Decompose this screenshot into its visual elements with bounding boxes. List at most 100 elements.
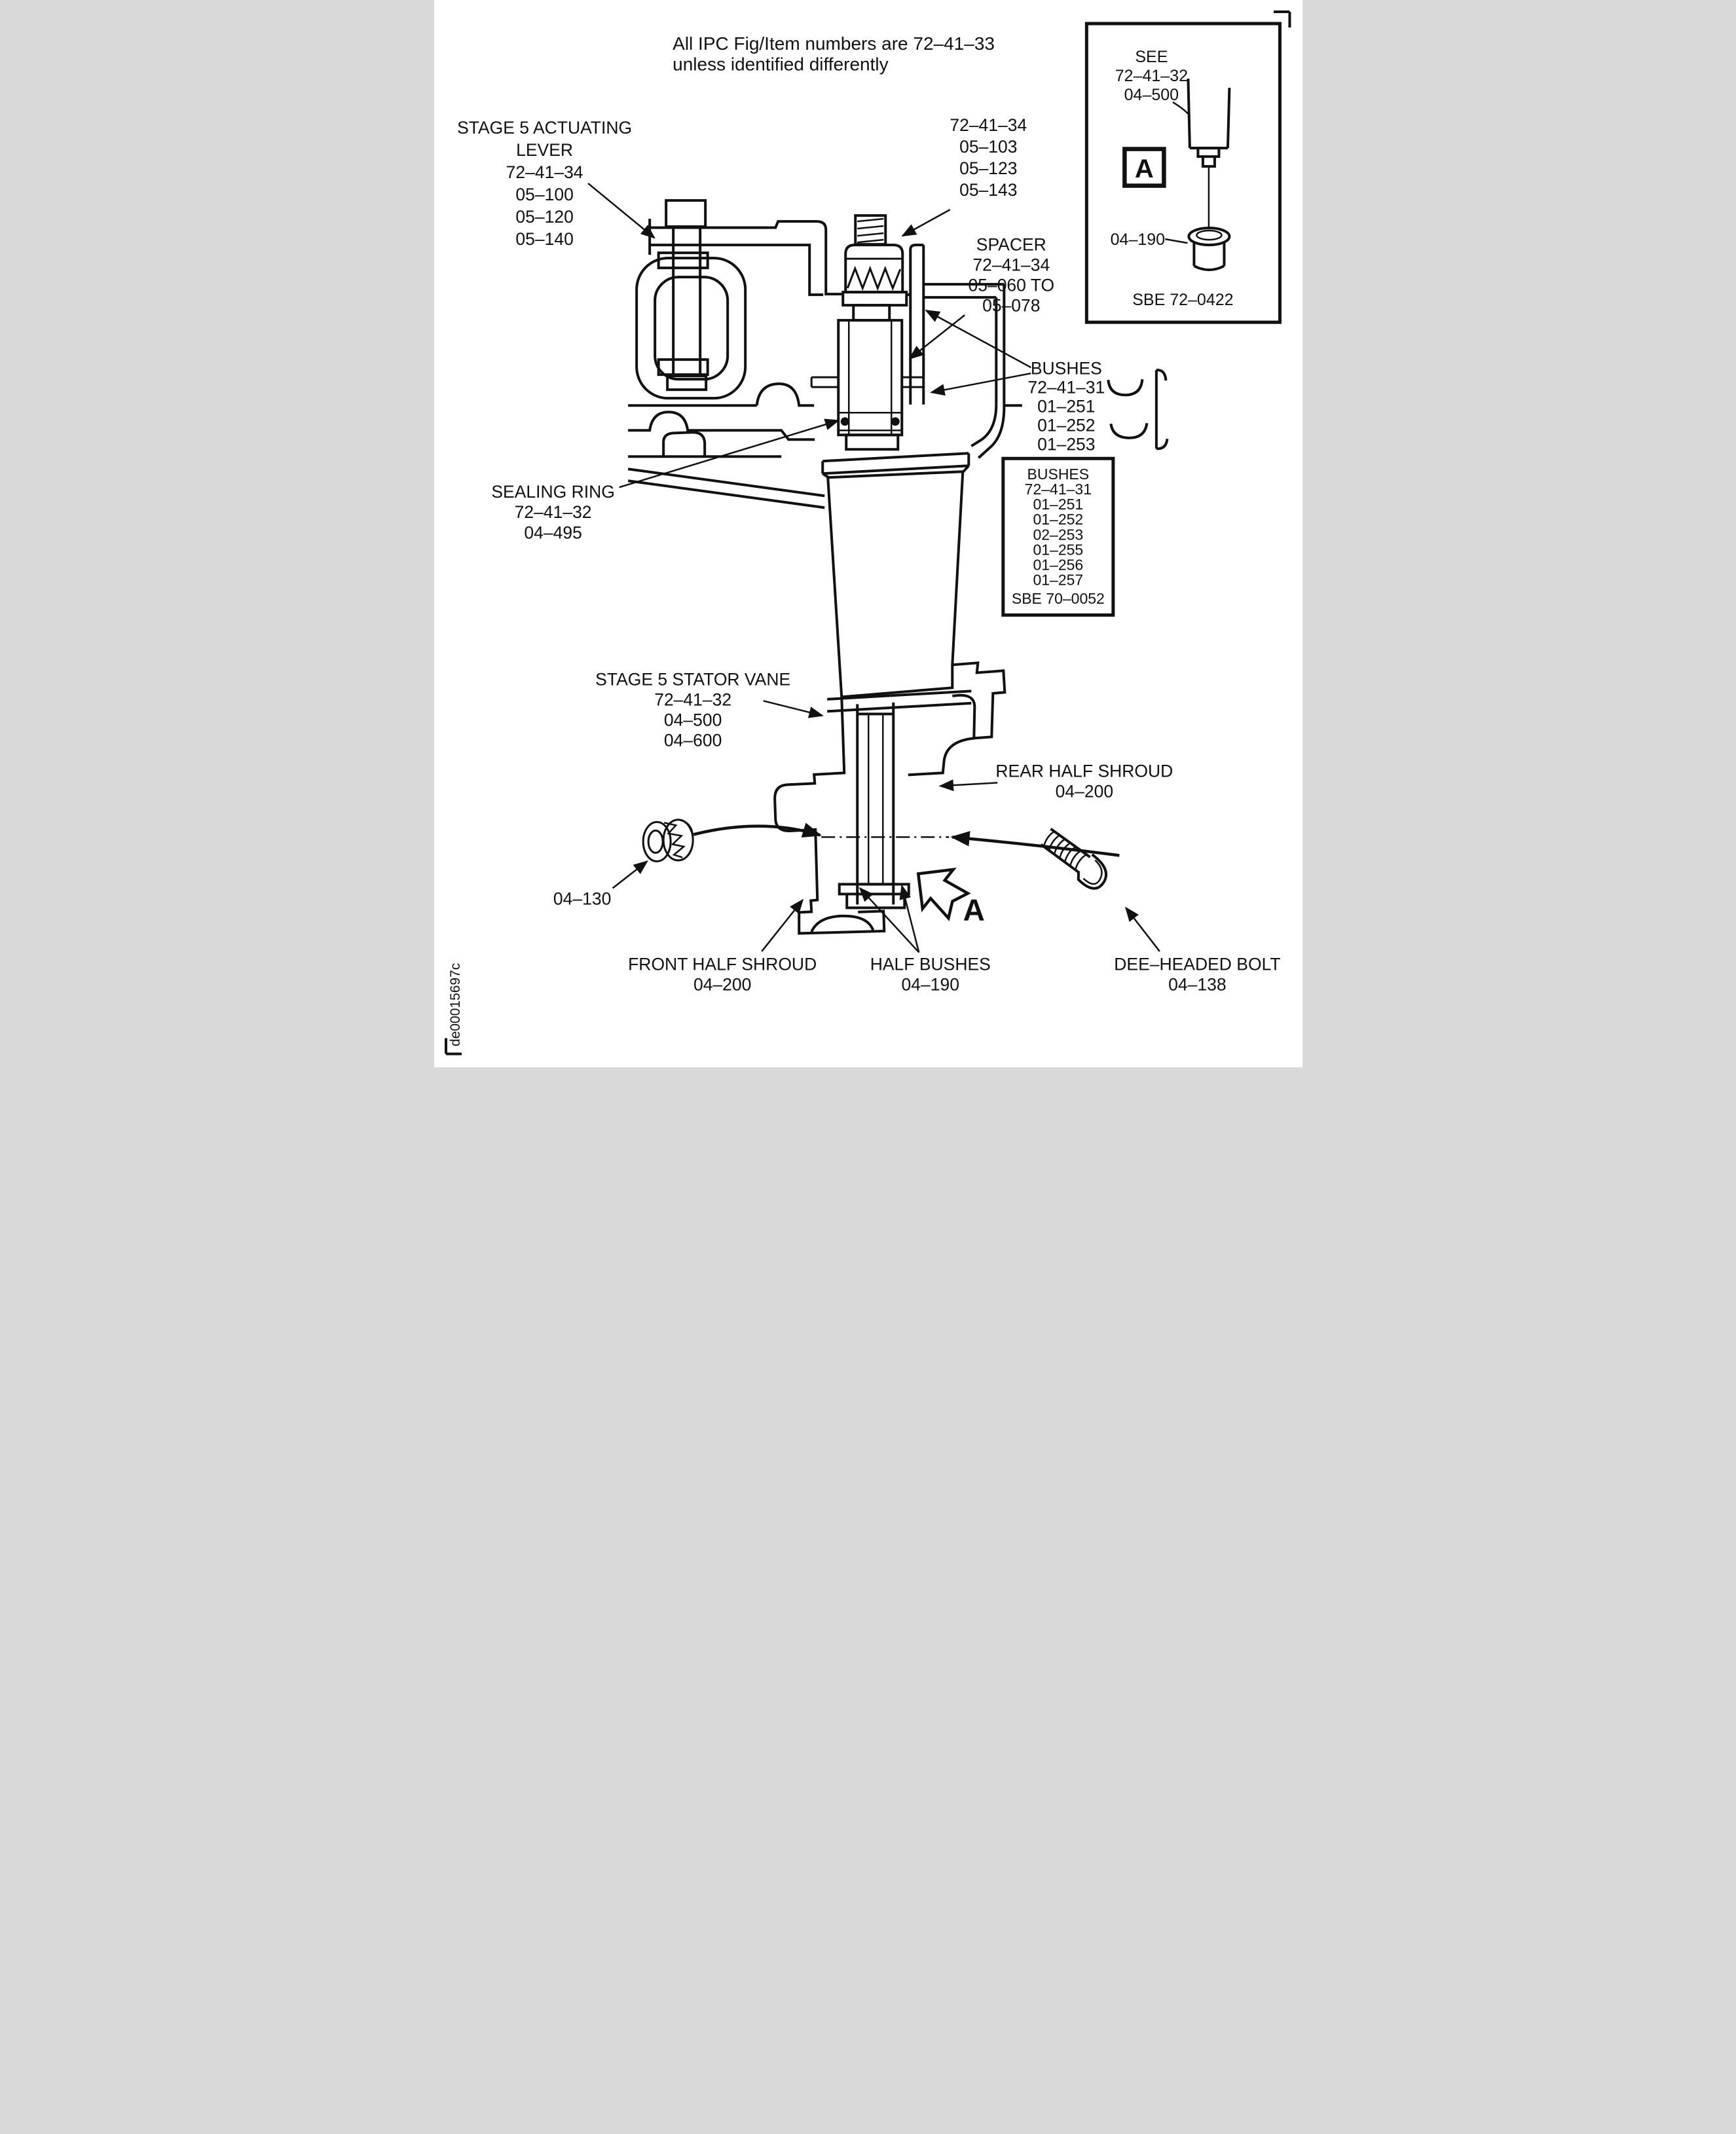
sealing-ring-right — [891, 417, 900, 426]
view-arrow-a — [916, 867, 971, 921]
callout-title: BUSHES — [1027, 466, 1089, 483]
callout-item: 01–252 — [1037, 416, 1095, 435]
view-arrow-shape — [916, 867, 971, 921]
inset-sbe: SBE 72–0422 — [1132, 291, 1233, 309]
callout-item: 04–200 — [693, 974, 750, 994]
callout-item: 02–253 — [1033, 526, 1083, 543]
callout-ref: 72–41–34 — [972, 255, 1050, 275]
dee-headed-bolt — [1039, 828, 1107, 890]
casing-line — [627, 431, 781, 458]
callout-title: BUSHES — [1030, 359, 1101, 378]
drawing-id: de00015697c — [448, 963, 463, 1046]
callout-ref: 72–41–32 — [654, 690, 731, 709]
actuating-lever-assembly — [635, 199, 841, 400]
note-line-2: unless identified differently — [673, 54, 888, 75]
leader-centerline-right — [950, 831, 1120, 857]
callout-item: 04–500 — [663, 710, 721, 729]
leader-stator-vane — [762, 700, 824, 718]
lever-trunnion-upper — [657, 251, 709, 270]
vane-spindle-assembly — [810, 214, 925, 451]
callout-item: 05–123 — [959, 158, 1017, 178]
callout-nut: 04–130 — [553, 889, 610, 908]
lever-pivot-pin — [665, 227, 707, 392]
callout-front-half-shroud: FRONT HALF SHROUD 04–200 — [628, 954, 817, 994]
casing-line — [627, 411, 815, 441]
callout-item: 01–253 — [1037, 435, 1095, 454]
callout-item: 01–257 — [1033, 571, 1083, 588]
leader-dee-bolt — [1124, 906, 1160, 952]
front-half-shroud — [773, 697, 885, 935]
bolt-head — [1077, 853, 1107, 890]
inset-detail-box: SEE 72–41–32 04–500 A 04–190 SBE 72–0422 — [1084, 22, 1282, 324]
nut-bore — [647, 829, 664, 854]
nut-splines — [663, 819, 693, 862]
callout-bushes-box: BUSHES 72–41–31 01–251 01–252 02–253 01–… — [1001, 456, 1115, 617]
stator-vane-assembly — [773, 452, 1006, 935]
stud-threads — [857, 217, 883, 244]
bushes-box-border — [1001, 456, 1115, 617]
main-drawing: A — [627, 199, 1168, 935]
callout-item: 05–120 — [515, 207, 573, 227]
inset-ref: 72–41–32 — [1115, 67, 1187, 85]
seal-groove — [838, 411, 902, 432]
callout-item: 05–140 — [515, 229, 573, 249]
leader-actuating-lever — [587, 183, 656, 239]
callout-sbe: SBE 70–0052 — [1011, 590, 1104, 607]
leader-half-bushes-2 — [899, 884, 919, 953]
bolt-head-inner — [1082, 859, 1103, 885]
front-shroud-foot-arc — [809, 914, 874, 932]
leader-sealing-ring — [618, 418, 840, 488]
callout-title: REAR HALF SHROUD — [995, 761, 1173, 781]
splined-nut — [843, 244, 904, 294]
callout-item: 01–251 — [1033, 496, 1083, 513]
casing-wall-right — [906, 244, 925, 405]
callout-stator-vane: STAGE 5 STATOR VANE 72–41–32 04–500 04–6… — [595, 669, 790, 750]
spindle-lower-block — [844, 433, 899, 451]
callout-title: SEALING RING — [491, 482, 615, 502]
callout-bushes-upper: BUSHES 72–41–31 01–251 01–252 01–253 — [1027, 359, 1105, 454]
leader-front-shroud — [760, 898, 803, 952]
casing-line — [970, 404, 1005, 459]
callout-rear-half-shroud: REAR HALF SHROUD 04–200 — [995, 761, 1173, 801]
callout-title: STAGE 5 STATOR VANE — [595, 669, 790, 689]
vane-outline — [826, 470, 964, 699]
callout-item: 05–078 — [982, 296, 1040, 316]
casing-section — [627, 244, 1168, 509]
inset-vane-tip-drawing — [1164, 78, 1230, 272]
callout-spacer: SPACER 72–41–34 05–060 TO 05–078 — [968, 235, 1054, 316]
inset-bush-bore — [1195, 229, 1223, 241]
sealing-ring-left — [840, 417, 849, 426]
callout-item: 05–100 — [515, 185, 573, 204]
leader-rear-shroud — [938, 779, 997, 792]
callout-item: 05–060 TO — [968, 276, 1054, 295]
callout-item: 04–138 — [1168, 974, 1226, 994]
callout-half-bushes: HALF BUSHES 04–190 — [870, 954, 990, 994]
spindle-stem — [851, 304, 891, 322]
callout-item: 01–256 — [1033, 556, 1083, 573]
callout-item: 05–143 — [959, 180, 1017, 200]
ipc-figure-page: All IPC Fig/Item numbers are 72–41–33 un… — [434, 0, 1302, 1067]
inset-detail-letter: A — [1134, 155, 1153, 183]
ipc-diagram-svg: All IPC Fig/Item numbers are 72–41–33 un… — [444, 10, 1291, 1056]
callout-item: 04–130 — [553, 889, 610, 908]
callout-item: 04–600 — [663, 730, 721, 750]
leader-half-bushes-1 — [859, 887, 919, 953]
inset-bush-body — [1192, 242, 1225, 272]
callout-item: 04–495 — [524, 523, 582, 542]
corner-mark-bottom-left — [444, 1038, 462, 1056]
bihex-nut — [642, 819, 694, 862]
note-line-1: All IPC Fig/Item numbers are 72–41–33 — [673, 33, 995, 54]
figure-note: All IPC Fig/Item numbers are 72–41–33 un… — [673, 33, 995, 75]
callout-sealing-ring: SEALING RING 72–41–32 04–495 — [491, 482, 615, 542]
nut-collar — [841, 291, 908, 307]
leader-lines — [587, 183, 1160, 953]
leader-bushes-upper-1 — [924, 310, 1031, 369]
spindle-bore — [867, 714, 884, 885]
vane-lower-platform — [826, 690, 971, 713]
callout-dee-headed-bolt: DEE–HEADED BOLT 04–138 — [1114, 954, 1280, 994]
casing-line — [1003, 369, 1168, 451]
callout-item: 01–251 — [1037, 397, 1095, 416]
callout-title: HALF BUSHES — [870, 954, 990, 974]
leader-centerline-left — [693, 822, 822, 837]
callout-item: 04–190 — [901, 974, 959, 994]
